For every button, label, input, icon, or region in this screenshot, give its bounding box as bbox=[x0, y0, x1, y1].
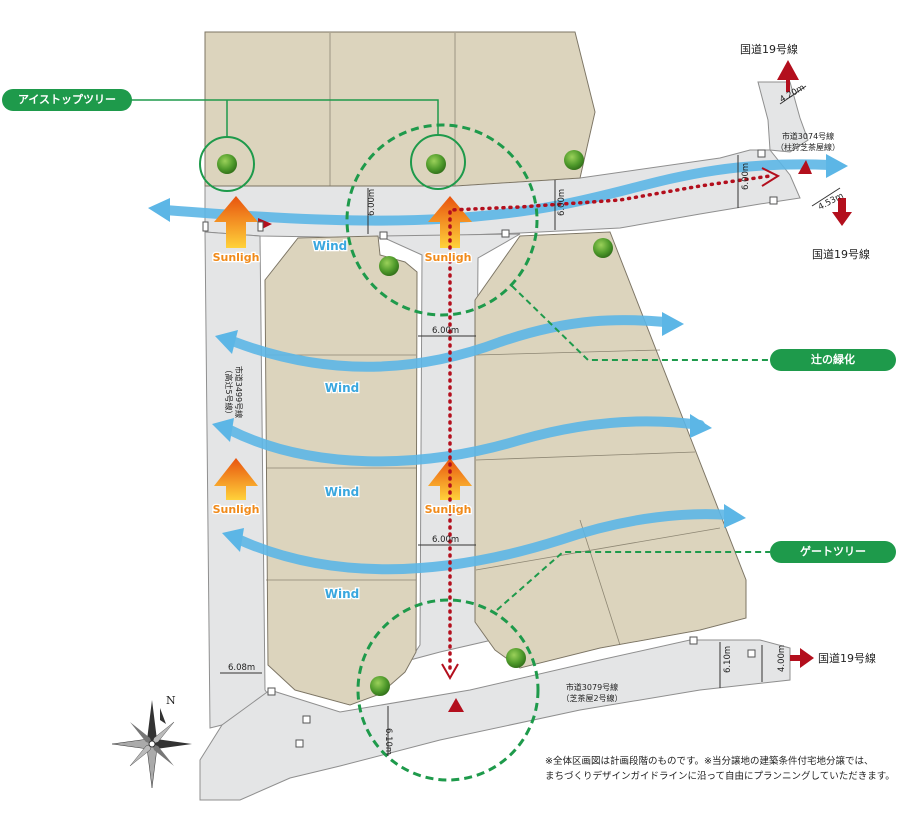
trees bbox=[217, 150, 613, 696]
lot-outlines bbox=[204, 31, 747, 706]
gate-tree-circle bbox=[356, 598, 540, 782]
dimension-labels: 4.20m 4.53m 6.00m 6.00m 6.00m 6.00m 6.00… bbox=[228, 83, 845, 755]
wind-label-3: Wind bbox=[325, 485, 359, 499]
wind-stream-top bbox=[160, 159, 835, 226]
road-3074-label: 市道3074号線 bbox=[782, 131, 834, 141]
marker-3079 bbox=[448, 698, 464, 712]
sun-label-1: Sunligh bbox=[213, 251, 260, 264]
wind-stream-2 bbox=[230, 315, 670, 372]
sun-arrow-3 bbox=[214, 458, 258, 500]
tree-icon bbox=[370, 676, 390, 696]
wind-label-2: Wind bbox=[325, 381, 359, 395]
ice-top-tree-label: アイストップツリー bbox=[2, 89, 132, 111]
lot-north-block bbox=[204, 31, 596, 187]
road-3079-sub: （芝茶屋2号線） bbox=[561, 693, 622, 703]
wind-stream-4 bbox=[235, 509, 735, 575]
road-3079 bbox=[199, 639, 791, 801]
corner-green-label: 辻の緑化 bbox=[770, 349, 896, 371]
planning-note-line-1: ※全体区画図は計画段階のものです。※当分譲地の建築条件付宅地分譲では、 bbox=[545, 756, 874, 767]
road-posts bbox=[202, 149, 778, 748]
lots bbox=[204, 31, 747, 706]
sun-labels: Sunligh Sunligh Sunligh Sunligh bbox=[211, 250, 472, 518]
planning-note: ※全体区画図は計画段階のものです。※当分譲地の建築条件付宅地分譲では、 まちづく… bbox=[545, 754, 905, 784]
gate-tree-label: ゲートツリー bbox=[770, 541, 896, 563]
sun-label-4: Sunligh bbox=[425, 503, 472, 516]
planning-note-line-2: まちづくりデザインガイドラインに沿って自由にプランニングしていただきます。 bbox=[545, 771, 895, 782]
road-west-label: 市道3499号線 bbox=[234, 366, 244, 418]
route19-arrow-right-upper bbox=[832, 198, 852, 226]
tree-icon bbox=[426, 154, 446, 174]
walk-route bbox=[448, 174, 772, 670]
route19-top-label: 国道19号線 bbox=[740, 42, 798, 56]
tree-icon bbox=[379, 256, 399, 276]
leader-lines bbox=[120, 99, 770, 611]
dim-600-b: 6.00m bbox=[557, 189, 567, 216]
route19-right-upper-label: 国道19号線 bbox=[812, 247, 870, 261]
route19-arrows bbox=[777, 60, 852, 668]
dim-600-c: 6.00m bbox=[741, 163, 751, 190]
lot-west-block bbox=[264, 235, 418, 706]
tree-icon bbox=[506, 648, 526, 668]
tree-icon bbox=[564, 150, 584, 170]
road-north-stub bbox=[757, 81, 809, 153]
lot-dividers bbox=[266, 33, 721, 646]
dim-400: 4.00m bbox=[777, 645, 787, 672]
corner-green-circle bbox=[345, 123, 539, 317]
route19-right-lower-label: 国道19号線 bbox=[818, 651, 876, 665]
road-3079-label: 市道3079号線 bbox=[566, 682, 618, 692]
wind-stream-3 bbox=[225, 416, 705, 467]
wind-labels: Wind Wind Wind Wind bbox=[312, 238, 361, 603]
route-end-arrow-down bbox=[441, 663, 459, 681]
tree-icon bbox=[217, 154, 237, 174]
lot-east-block bbox=[474, 231, 747, 669]
wind-label-4: Wind bbox=[325, 587, 359, 601]
wind-arrowheads bbox=[148, 154, 848, 552]
dim-600-d: 6.00m bbox=[432, 326, 459, 336]
direction-labels: 国道19号線 国道19号線 国道19号線 bbox=[740, 42, 876, 665]
route19-arrow-top bbox=[777, 60, 799, 92]
wind-streams bbox=[160, 159, 835, 575]
dim-600-a: 6.00m bbox=[367, 189, 377, 216]
route-end-arrow-right bbox=[761, 167, 781, 187]
road-3074-sub: （柱狩芝茶屋線） bbox=[776, 142, 840, 152]
wind-label-1: Wind bbox=[313, 239, 347, 253]
compass-icon: N bbox=[111, 694, 192, 789]
sun-label-2: Sunligh bbox=[425, 251, 472, 264]
dim-608: 6.08m bbox=[228, 663, 255, 673]
road-labels: 市道3074号線 （柱狩芝茶屋線） 市道3079号線 （芝茶屋2号線） 市道34… bbox=[224, 131, 840, 703]
dim-610-a: 6.10m bbox=[723, 646, 733, 673]
marker-3074 bbox=[798, 160, 812, 174]
dimension-lines bbox=[220, 85, 841, 756]
road-spine bbox=[379, 233, 521, 661]
north-label: N bbox=[166, 694, 176, 707]
sun-label-3: Sunligh bbox=[213, 503, 260, 516]
sun-arrow-1 bbox=[214, 196, 258, 248]
dim-610-b: 6.10m bbox=[383, 728, 393, 755]
tree-icon bbox=[593, 238, 613, 258]
route19-arrow-right-lower bbox=[790, 648, 814, 668]
dim-600-e: 6.00m bbox=[432, 535, 459, 545]
road-west-sub: （高辻5号線） bbox=[224, 365, 234, 418]
